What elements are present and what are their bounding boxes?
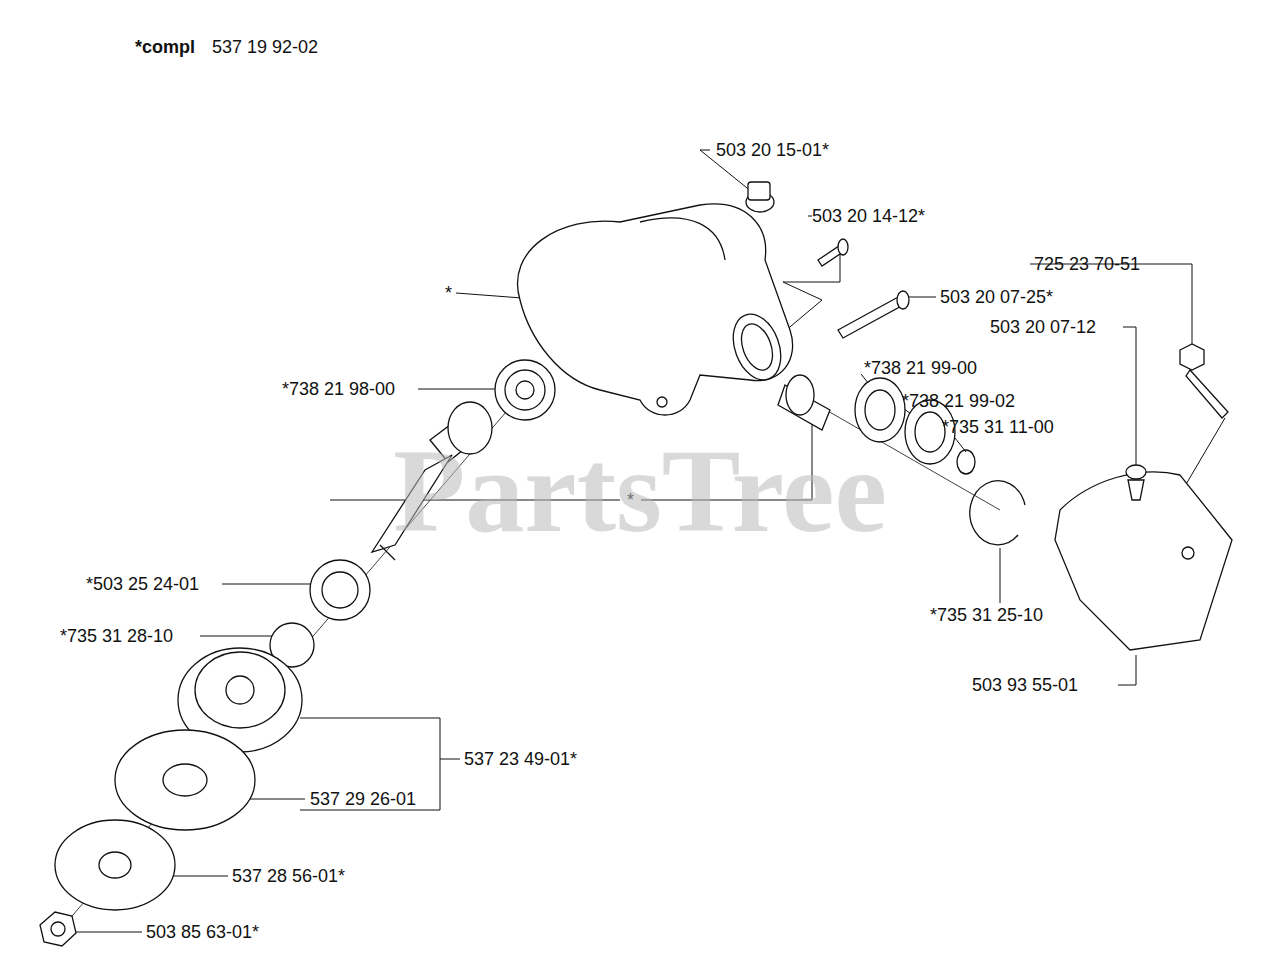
part-number: 503 20 14-12*	[812, 207, 925, 225]
guard-cover	[1055, 344, 1232, 650]
part-number: 503 20 15-01*	[716, 141, 829, 159]
part-number: 503 20 07-25*	[940, 288, 1053, 306]
part-number: *738 21 99-00	[864, 359, 977, 377]
part-number: 537 28 56-01*	[232, 867, 345, 885]
part-number: *735 31 25-10	[930, 606, 1043, 624]
axis-line	[60, 390, 1000, 930]
part-number: *735 31 28-10	[60, 627, 173, 645]
part-number: 503 20 07-12	[990, 318, 1096, 336]
watermark: PartsTree	[393, 433, 887, 551]
screws	[818, 239, 909, 338]
part-number: 537 29 26-01	[310, 790, 416, 808]
part-number: 537 23 49-01*	[464, 750, 577, 768]
part-number: 725 23 70-51	[1034, 255, 1140, 273]
part-number: 503 85 63-01*	[146, 923, 259, 941]
leader-lines	[70, 150, 1225, 932]
part-number: *735 31 11-00	[942, 418, 1054, 436]
part-number: *	[445, 284, 452, 302]
part-number: *compl	[135, 38, 195, 56]
part-number: 503 93 55-01	[972, 676, 1078, 694]
plug	[746, 182, 774, 212]
part-number: *738 21 99-02	[902, 392, 1015, 410]
part-number: *503 25 24-01	[86, 575, 199, 593]
part-number: 537 19 92-02	[212, 38, 318, 56]
part-number: *738 21 98-00	[282, 380, 395, 398]
gear-housing	[518, 204, 793, 415]
